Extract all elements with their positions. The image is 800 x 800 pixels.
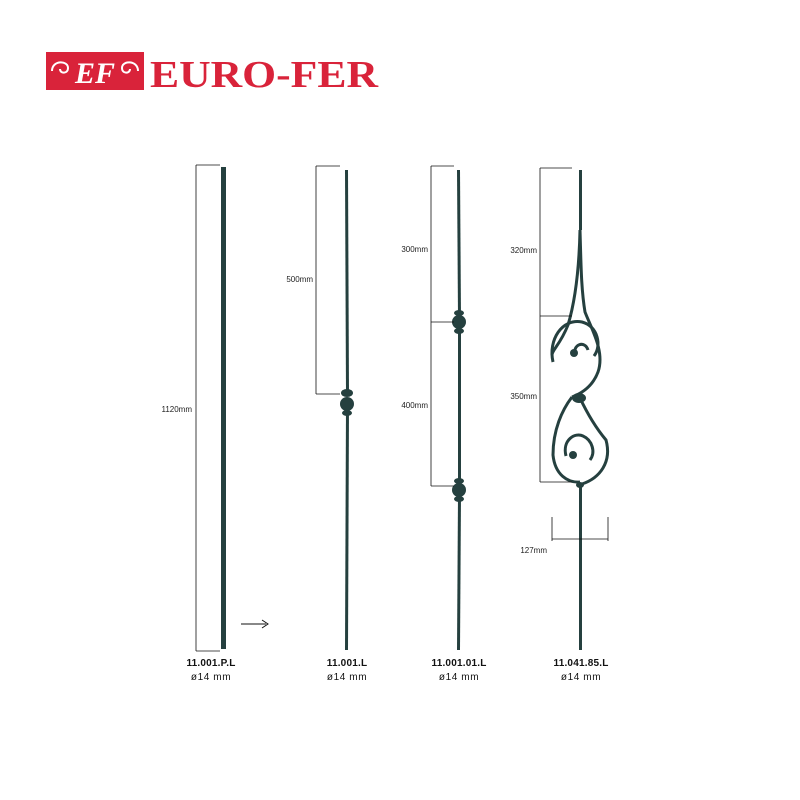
- knuckle-ball-1: [452, 315, 466, 329]
- collar-top: [341, 389, 353, 397]
- plain-bar: [221, 167, 226, 649]
- collar-bottom: [342, 410, 352, 416]
- logo-swirl-right-icon: [120, 61, 139, 74]
- dim-label-total: 1120mm: [161, 405, 192, 414]
- collar-bottom-1: [454, 328, 464, 334]
- dim-label-127: 127mm: [520, 546, 547, 555]
- bar-top: [579, 170, 582, 230]
- scroll-right-upper: [571, 229, 602, 399]
- product-code: 11.001.01.L: [431, 658, 487, 669]
- baluster-11-001-01-l: 300mm 400mm: [386, 165, 466, 650]
- dim-label-500: 500mm: [286, 275, 313, 284]
- bar-lower: [457, 495, 461, 650]
- dim-label-300: 300mm: [401, 245, 428, 254]
- collar-top-2: [454, 478, 464, 484]
- caption-11-001-01-l: 11.001.01.L ø14 mm: [404, 658, 514, 683]
- arrow-right-icon: [261, 619, 269, 629]
- baluster-11-001-p-l: 1120mm: [150, 164, 269, 652]
- scroll-left-lower: [551, 396, 581, 484]
- dim-label-bg-1: [386, 243, 430, 255]
- collar-top-1: [454, 310, 464, 316]
- scroll-curl-upper: [550, 320, 600, 363]
- caption-11-041-85-l: 11.041.85.L ø14 mm: [526, 658, 636, 683]
- bar-lower: [345, 405, 349, 650]
- dim-label-bg: [150, 403, 194, 415]
- dim-label-bg: [273, 273, 315, 285]
- product-code: 11.001.L: [326, 658, 368, 669]
- knuckle-ball-2: [452, 483, 466, 497]
- logo-swirl-left-icon: [51, 61, 70, 74]
- scroll-right-lower: [578, 397, 609, 486]
- bar-bottom: [579, 484, 582, 650]
- baluster-11-001-l: 500mm: [273, 165, 354, 650]
- bar-middle: [458, 328, 461, 482]
- dim-label-350: 350mm: [510, 392, 537, 401]
- scroll-end-upper: [570, 349, 578, 357]
- scroll-end-lower: [569, 451, 577, 459]
- product-code: 11.041.85.L: [553, 658, 609, 669]
- caption-11-001-l: 11.001.L ø14 mm: [292, 658, 402, 683]
- dim-label-bg-1: [500, 244, 538, 256]
- dim-label-400: 400mm: [401, 401, 428, 410]
- collar-bottom-2: [454, 496, 464, 502]
- caption-11-001-p-l: 11.001.P.L ø14 mm: [156, 658, 266, 683]
- product-diameter: ø14 mm: [190, 672, 232, 683]
- product-code: 11.001.P.L: [186, 658, 236, 669]
- logo-graphic: EF EURO-FER: [46, 52, 379, 96]
- bar-upper: [457, 170, 461, 318]
- logo-wordmark: EURO-FER: [150, 54, 379, 92]
- logo-monogram-box: [46, 52, 144, 90]
- knuckle-ball: [340, 397, 354, 411]
- collar-bottom: [576, 482, 584, 488]
- dim-label-320: 320mm: [510, 246, 537, 255]
- baluster-11-041-85-l: 320mm 350mm 127mm: [500, 167, 609, 650]
- scroll-curl-lower: [563, 433, 595, 461]
- dim-label-bg-2: [500, 390, 538, 402]
- dim-label-bg-2: [386, 399, 430, 411]
- logo-monogram: EF: [74, 57, 115, 90]
- product-diameter: ø14 mm: [438, 672, 480, 683]
- scroll-center-collar: [572, 393, 586, 403]
- euro-fer-logo: EF EURO-FER: [46, 50, 380, 96]
- product-diameter: ø14 mm: [560, 672, 602, 683]
- bar-upper: [345, 170, 349, 395]
- product-diameter: ø14 mm: [326, 672, 368, 683]
